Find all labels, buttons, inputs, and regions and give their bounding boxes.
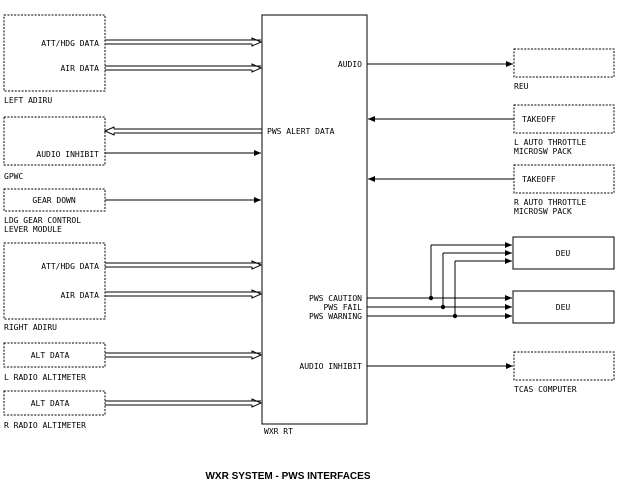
deu-upper-box bbox=[512, 236, 615, 270]
gpwc-audio-inhibit-label: AUDIO INHIBIT bbox=[36, 150, 99, 159]
left-adiru-air-data-arrow bbox=[251, 63, 263, 73]
tcas-computer-unit: TCAS COMPUTER bbox=[367, 351, 615, 394]
wxr-rt-label: WXR RT bbox=[264, 427, 293, 436]
l-alt-data-arrow bbox=[251, 350, 263, 360]
left-adiru-att-hdg-arrow bbox=[251, 37, 263, 47]
ldg-gear-name-line1: LDG GEAR CONTROL bbox=[4, 216, 81, 225]
left-adiru-att-hdg-label: ATT/HDG DATA bbox=[41, 39, 99, 48]
r-radio-altimeter-unit: ALT DATA R RADIO ALTIMETER bbox=[3, 390, 263, 430]
pws-fail-junction bbox=[440, 304, 446, 310]
port-audio: AUDIO bbox=[338, 60, 362, 69]
l-alt-data-label: ALT DATA bbox=[31, 351, 70, 360]
deu-lower-label: DEU bbox=[556, 303, 571, 312]
port-pws-warning: PWS WARNING bbox=[309, 312, 362, 321]
port-pws-caution: PWS CAUTION bbox=[309, 294, 362, 303]
deu-lower-unit: DEU bbox=[512, 290, 615, 324]
r-radio-altimeter-box bbox=[3, 390, 106, 416]
port-pws-alert-data: PWS ALERT DATA bbox=[267, 127, 335, 136]
right-adiru-att-hdg-label: ATT/HDG DATA bbox=[41, 262, 99, 271]
right-adiru-unit: ATT/HDG DATA AIR DATA RIGHT ADIRU bbox=[3, 242, 263, 332]
port-pws-fail: PWS FAIL bbox=[323, 303, 362, 312]
r-auto-throttle-name-line1: R AUTO THROTTLE bbox=[514, 198, 586, 207]
wxr-rt-box bbox=[261, 14, 368, 425]
left-adiru-name: LEFT ADIRU bbox=[4, 96, 52, 105]
left-adiru-box bbox=[3, 14, 106, 92]
l-auto-throttle-name-line2: MICROSW PACK bbox=[514, 147, 572, 156]
tcas-computer-name: TCAS COMPUTER bbox=[514, 385, 577, 394]
r-auto-throttle-box bbox=[513, 164, 615, 194]
l-radio-altimeter-name: L RADIO ALTIMETER bbox=[4, 373, 86, 382]
pws-caution-junction bbox=[428, 295, 434, 301]
right-adiru-air-data-arrow bbox=[251, 289, 263, 299]
right-adiru-box bbox=[3, 242, 106, 320]
r-radio-altimeter-name: R RADIO ALTIMETER bbox=[4, 421, 86, 430]
l-takeoff-label: TAKEOFF bbox=[522, 115, 556, 124]
port-audio-inhibit: AUDIO INHIBIT bbox=[299, 362, 362, 371]
l-auto-throttle-box bbox=[513, 104, 615, 134]
pws-alert-arrow bbox=[103, 126, 115, 136]
pws-warning-junction bbox=[452, 313, 458, 319]
r-takeoff-label: TAKEOFF bbox=[522, 175, 556, 184]
gpwc-unit: AUDIO INHIBIT GPWC bbox=[3, 116, 262, 181]
right-adiru-air-data-label: AIR DATA bbox=[60, 291, 99, 300]
deu-lower-box bbox=[512, 290, 615, 324]
ldg-gear-name-line2: LEVER MODULE bbox=[4, 225, 62, 234]
right-adiru-name: RIGHT ADIRU bbox=[4, 323, 57, 332]
r-alt-data-arrow bbox=[251, 398, 263, 408]
gear-down-label: GEAR DOWN bbox=[32, 196, 76, 205]
gpwc-name: GPWC bbox=[4, 172, 23, 181]
deu-upper-label: DEU bbox=[556, 249, 571, 258]
reu-box bbox=[513, 48, 615, 78]
r-alt-data-label: ALT DATA bbox=[31, 399, 70, 408]
deu-upper-unit: DEU bbox=[512, 236, 615, 270]
ldg-gear-box bbox=[3, 188, 106, 212]
reu-name: REU bbox=[514, 82, 529, 91]
l-radio-altimeter-box bbox=[3, 342, 106, 368]
r-auto-throttle-name-line2: MICROSW PACK bbox=[514, 207, 572, 216]
tcas-computer-box bbox=[513, 351, 615, 381]
right-adiru-att-hdg-arrow bbox=[251, 260, 263, 270]
l-radio-altimeter-unit: ALT DATA L RADIO ALTIMETER bbox=[3, 342, 263, 382]
left-adiru-unit: ATT/HDG DATA AIR DATA LEFT ADIRU bbox=[3, 14, 263, 105]
gpwc-box bbox=[3, 116, 106, 166]
l-auto-throttle-name-line1: L AUTO THROTTLE bbox=[514, 138, 586, 147]
left-adiru-air-data-label: AIR DATA bbox=[60, 64, 99, 73]
pws-signal-wiring bbox=[367, 242, 512, 319]
ldg-gear-lever-unit: GEAR DOWN LDG GEAR CONTROL LEVER MODULE bbox=[3, 188, 261, 234]
diagram-caption: WXR SYSTEM - PWS INTERFACES bbox=[205, 471, 370, 482]
r-auto-throttle-unit: TAKEOFF R AUTO THROTTLE MICROSW PACK bbox=[368, 164, 615, 216]
reu-unit: REU bbox=[367, 48, 615, 91]
l-auto-throttle-unit: TAKEOFF L AUTO THROTTLE MICROSW PACK bbox=[368, 104, 615, 156]
